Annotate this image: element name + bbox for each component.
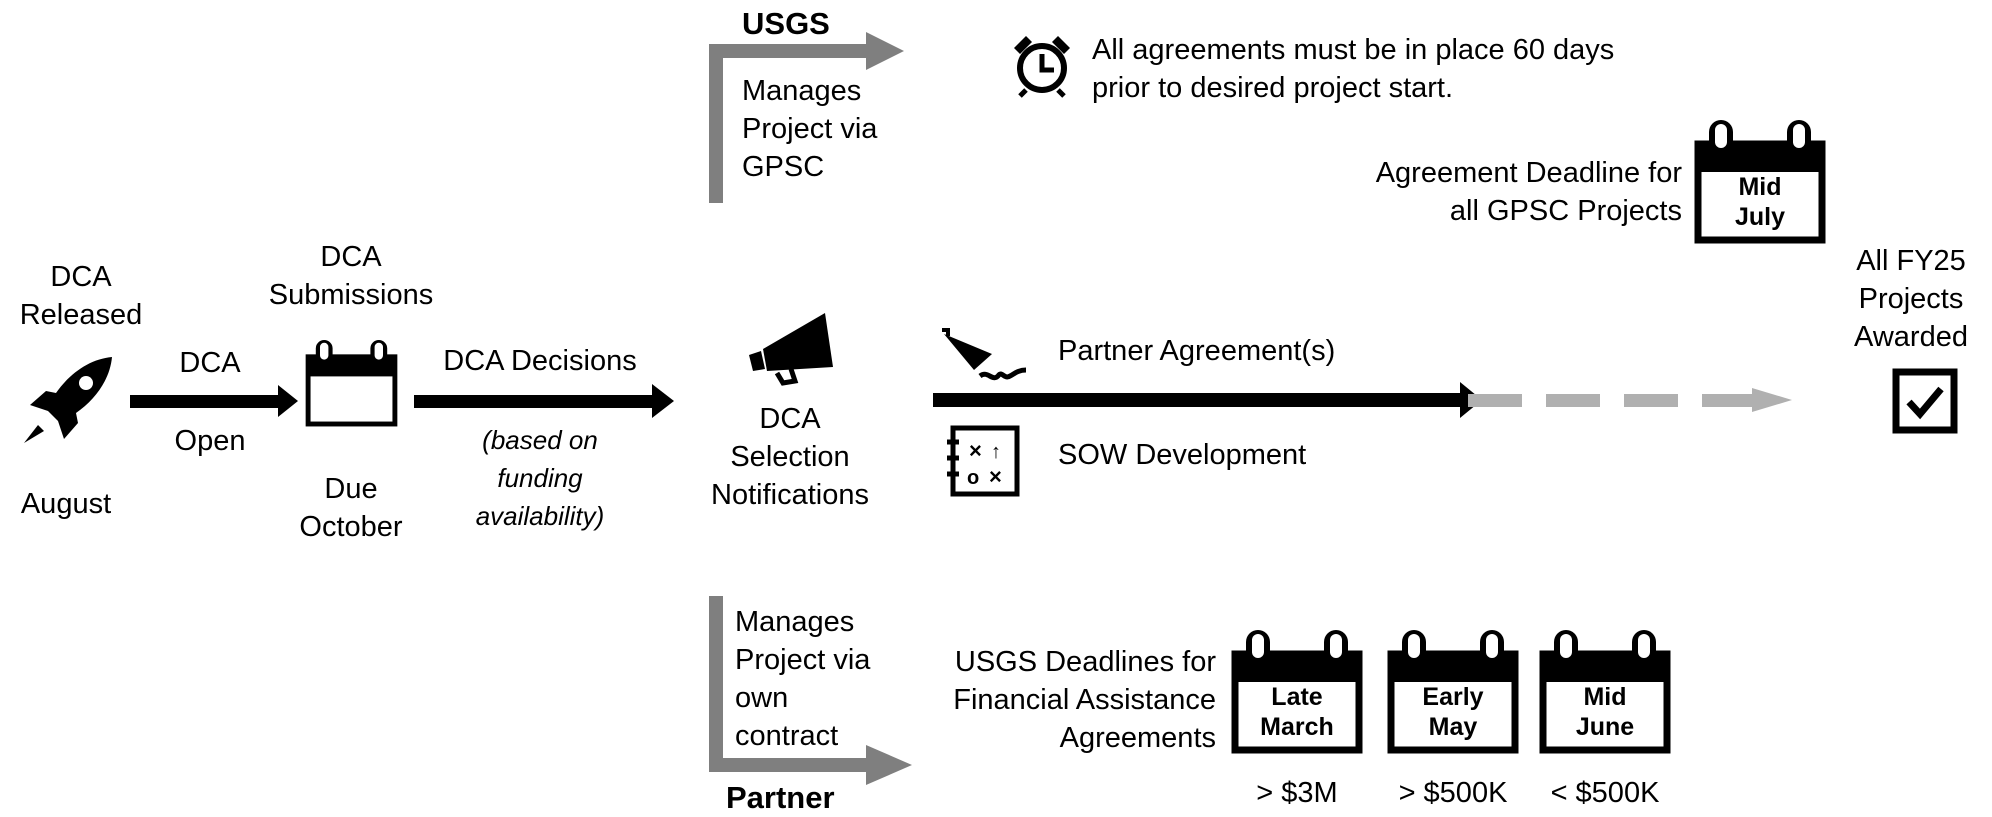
mid-june-calendar-text: Mid June	[1575, 683, 1635, 741]
pen-signature-icon	[942, 328, 1027, 381]
reminder-text: All agreements must be in place 60 days …	[1092, 34, 1615, 104]
rocket-icon	[24, 357, 112, 443]
agreement-progress-arrow	[933, 382, 1482, 418]
early-may-amount: > $500K	[1398, 777, 1508, 809]
awarded-dashed-arrow	[1468, 388, 1792, 412]
dca-decisions-arrow	[414, 384, 674, 418]
svg-text:×: ×	[989, 464, 1002, 489]
notifications-label: DCA Selection Notifications	[711, 403, 869, 511]
gpsc-deadline-label: Agreement Deadline for all GPSC Projects	[1375, 157, 1682, 227]
svg-text:×: ×	[969, 438, 982, 463]
megaphone-icon	[749, 313, 833, 386]
partner-branch-desc: Manages Project via own contract	[735, 606, 871, 752]
dca-open-bottom-label: Open	[174, 425, 246, 457]
mid-june-amount: < $500K	[1550, 777, 1660, 809]
awarded-label: All FY25 Projects Awarded	[1854, 245, 1968, 353]
due-october-label: Due October	[299, 473, 403, 543]
dca-open-top-label: DCA	[179, 347, 241, 379]
partner-branch-arrow	[709, 596, 912, 785]
submissions-label: DCA Submissions	[268, 241, 434, 311]
alarm-clock-icon	[1014, 36, 1070, 98]
usgs-title: USGS	[742, 6, 830, 41]
sow-label: SOW Development	[1058, 439, 1307, 471]
usgs-deadlines-label: USGS Deadlines for Financial Assistance …	[953, 646, 1216, 754]
released-label: DCA Released	[19, 261, 143, 331]
late-march-calendar-text: Late March	[1260, 683, 1334, 741]
usgs-branch-desc: Manages Project via GPSC	[742, 75, 878, 183]
partner-agreement-label: Partner Agreement(s)	[1058, 335, 1336, 367]
august-label: August	[20, 488, 112, 520]
svg-text:o: o	[967, 467, 979, 489]
decisions-note: (based on funding availability)	[475, 425, 605, 531]
gpsc-deadline-calendar-text: Mid July	[1734, 173, 1786, 231]
submissions-calendar-icon	[308, 340, 395, 424]
decisions-label: DCA Decisions	[443, 345, 637, 377]
partner-title: Partner	[726, 780, 835, 815]
late-march-amount: > $3M	[1256, 777, 1338, 809]
sow-document-icon: × ↑ o ×	[947, 425, 1020, 497]
svg-text:↑: ↑	[991, 441, 1001, 463]
usgs-branch-arrow	[709, 32, 904, 203]
checkbox-icon	[1892, 368, 1958, 434]
dca-open-arrow	[130, 385, 298, 417]
early-may-calendar-text: Early May	[1422, 683, 1484, 741]
